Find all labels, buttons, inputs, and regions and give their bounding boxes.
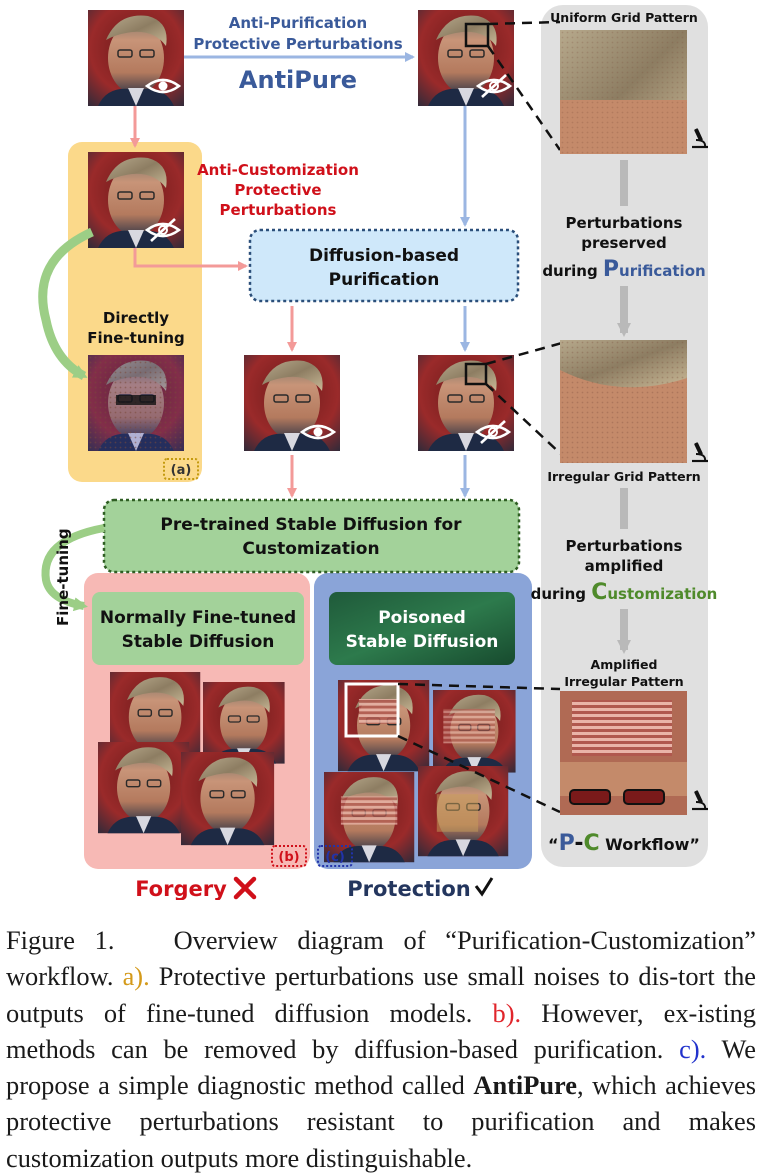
tag-b-box [271, 845, 307, 867]
caption-sentence-1: Overview diagram of “Purification-Custom… [6, 925, 757, 992]
purification-label-2: Purification [329, 270, 440, 290]
caption-b-marker: b). [492, 997, 522, 1028]
purification-box [248, 228, 520, 303]
irregular-grid-label: Irregular Grid Pattern [547, 469, 700, 484]
uniform-grid-zoom-image [560, 30, 687, 154]
zoom-box-bottom [344, 682, 400, 738]
zoom-box-middle [464, 362, 488, 386]
uniform-grid-label: Uniform Grid Pattern [550, 10, 698, 25]
tag-a: (a) [171, 463, 192, 478]
zoom-box-top [464, 22, 490, 48]
side-fine-tuning-arrow [41, 524, 105, 612]
amplified-label-2: amplified [585, 557, 664, 575]
tag-a-box [163, 458, 199, 480]
amplified-pattern-label-2: Irregular Pattern [564, 674, 683, 689]
amplified-label-3: during Customization [531, 580, 718, 605]
caption-c-text-post: , which achieves protective perturbation… [6, 1070, 756, 1173]
caption-b-text: However, ex-isting methods can be remove… [6, 997, 756, 1064]
poisoned-sd-box [329, 592, 515, 665]
fine-tuning-curve-arrow [38, 227, 94, 380]
preserved-label-2: preserved [581, 234, 667, 252]
caption-label: Figure 1. [6, 925, 115, 955]
normal-sd-label-1: Normally Fine-tuned [100, 608, 296, 628]
amplified-pattern-label-1: Amplified [591, 657, 658, 672]
normal-sd-box [92, 592, 304, 665]
top-arrow-label-2: Protective Perturbations [193, 35, 402, 53]
workflow-label: “P-C Workflow” [548, 831, 700, 856]
tag-c-box [317, 845, 353, 867]
preserved-label-1: Perturbations [566, 214, 683, 232]
side-fine-tuning-label: Fine-tuning [54, 528, 72, 626]
tag-b: (b) [278, 850, 299, 865]
preserved-label-3: during Purification [542, 257, 705, 282]
normal-output-images [97, 671, 286, 846]
check-icon [474, 877, 494, 897]
caption-a-text: Protective perturbations use small noise… [6, 961, 756, 1028]
directly-label: Directly [103, 309, 169, 327]
anti-customization-label-3: Perturbations [220, 201, 337, 219]
overview-diagram: Anti-Purification Protective Perturbatio… [38, 5, 718, 900]
poisoned-sd-label-1: Poisoned [378, 608, 466, 628]
amplified-pattern-zoom-image [560, 691, 687, 815]
method-name: AntiPure [239, 66, 357, 94]
fine-tuning-label: Fine-tuning [87, 329, 185, 347]
pretrained-label-2: Customization [242, 539, 379, 559]
anti-customization-label-2: Protective [234, 181, 321, 199]
pretrained-sd-box [102, 498, 521, 574]
forgery-label: Forgery [135, 877, 227, 900]
purification-label-1: Diffusion-based [309, 246, 459, 266]
irregular-grid-zoom-image [560, 340, 687, 463]
tag-c: (c) [325, 850, 345, 865]
poisoned-sd-label-2: Stable Diffusion [346, 632, 499, 652]
caption-a-marker: a). [122, 961, 150, 992]
anti-customization-label-1: Anti-Customization [197, 161, 359, 179]
cross-icon [233, 876, 257, 900]
amplified-label-1: Perturbations [566, 537, 683, 555]
pretrained-label-1: Pre-trained Stable Diffusion for [160, 515, 462, 535]
caption-c-marker: c). [679, 1033, 707, 1064]
protection-label: Protection [347, 877, 471, 900]
distorted-output-image [87, 354, 185, 452]
caption-method-name: AntiPure [473, 1070, 578, 1101]
poisoned-output-images [323, 679, 517, 863]
normal-sd-label-2: Stable Diffusion [122, 632, 275, 652]
top-arrow-label-1: Anti-Purification [229, 14, 367, 32]
caption-c-text-pre: We propose a simple diagnostic method ca… [6, 1033, 756, 1101]
figure-caption: Figure 1. Overview diagram of “Purificat… [6, 922, 756, 1176]
